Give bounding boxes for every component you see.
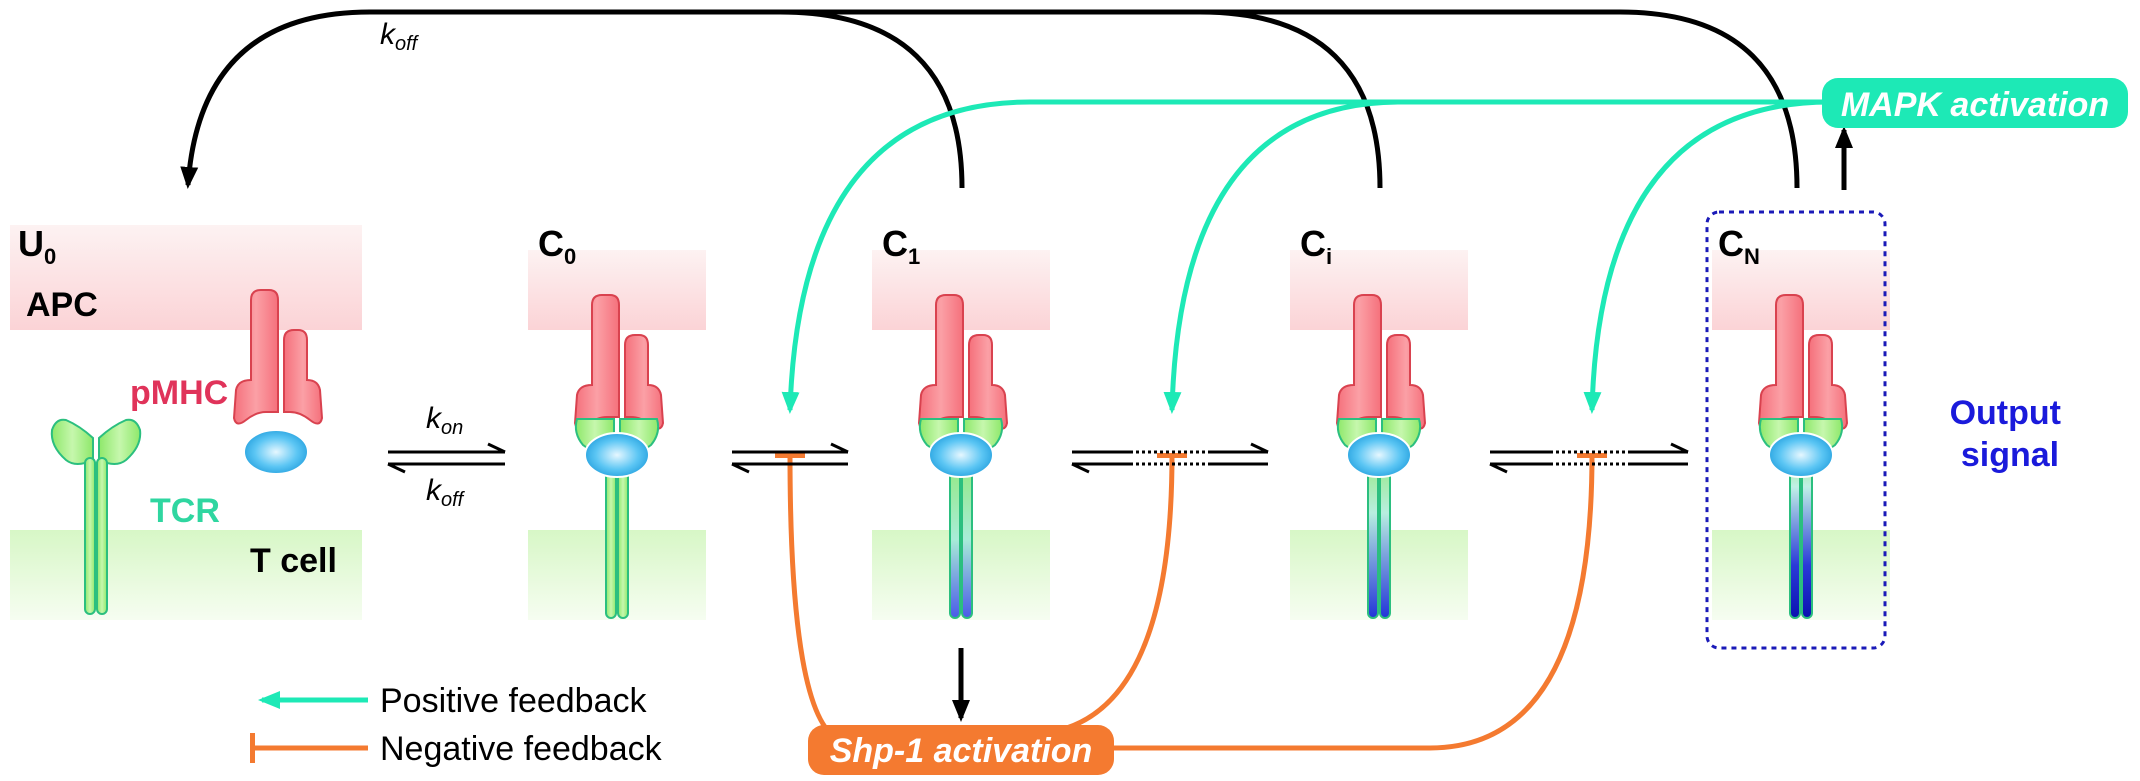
peptide-c1 xyxy=(928,432,994,478)
mapk-activation-pill: MAPK activation xyxy=(1822,78,2128,128)
koff-top-label: koff xyxy=(380,18,420,55)
positive-feedback-arc-3 xyxy=(1583,99,1831,414)
positive-feedback-arc-1 xyxy=(781,99,1830,414)
pmhc-label: pMHC xyxy=(130,374,228,412)
peptide-ci xyxy=(1346,432,1412,478)
apc-label: APC xyxy=(26,286,98,324)
mapk-activation-label: MAPK activation xyxy=(1841,86,2109,124)
negative-feedback-arc-3 xyxy=(1110,452,1608,751)
shp1-activation-label: Shp-1 activation xyxy=(830,732,1093,770)
koff-label: koff xyxy=(426,474,466,511)
apc-membrane-u0 xyxy=(10,225,362,330)
output-signal-label: Output signal xyxy=(1950,394,2071,474)
output-state-box xyxy=(1705,210,1887,650)
state-label-cn: CN xyxy=(1718,223,1760,269)
negative-feedback-arc-2 xyxy=(1059,452,1188,733)
complex-cn xyxy=(1758,294,1848,619)
negative-feedback-arc-1 xyxy=(774,452,842,743)
legend-positive-label: Positive feedback xyxy=(380,682,647,720)
state-label-c1: C1 xyxy=(882,223,920,269)
equilibrium-c1-ci xyxy=(1071,442,1269,474)
state-label-c0: C0 xyxy=(538,223,576,269)
legend-negative-label: Negative feedback xyxy=(380,730,663,768)
shp1-activation-pill: Shp-1 activation xyxy=(808,725,1114,775)
complex-c0 xyxy=(574,294,664,619)
reaction-arrows xyxy=(387,442,1689,474)
state-label-u0: U0 xyxy=(18,223,56,269)
complex-c1 xyxy=(918,294,1008,619)
tcell-membrane-u0 xyxy=(10,530,362,620)
pmhc-molecule-u0 xyxy=(233,289,323,475)
tcell-label: T cell xyxy=(250,542,337,580)
complex-ci xyxy=(1336,294,1426,619)
tcr-label: TCR xyxy=(150,492,220,530)
koff-return-arcs xyxy=(180,9,1800,189)
koff-arc-c1 xyxy=(180,9,965,189)
equilibrium-u0-c0 xyxy=(387,442,506,474)
koff-arc-cn xyxy=(1200,9,1800,189)
kon-label: kon xyxy=(426,402,463,439)
tcr-molecule-u0 xyxy=(50,418,142,615)
equilibrium-c0-c1 xyxy=(731,442,849,474)
legend: Positive feedback Negative feedback xyxy=(250,682,663,768)
peptide-u0 xyxy=(243,429,309,475)
peptide-c0 xyxy=(584,432,650,478)
positive-feedback-arc-2 xyxy=(1163,99,1830,414)
peptide-cn xyxy=(1768,432,1834,478)
state-label-ci: Ci xyxy=(1300,223,1332,269)
equilibrium-ci-cn xyxy=(1489,442,1689,474)
positive-feedback-arcs xyxy=(781,99,1831,414)
